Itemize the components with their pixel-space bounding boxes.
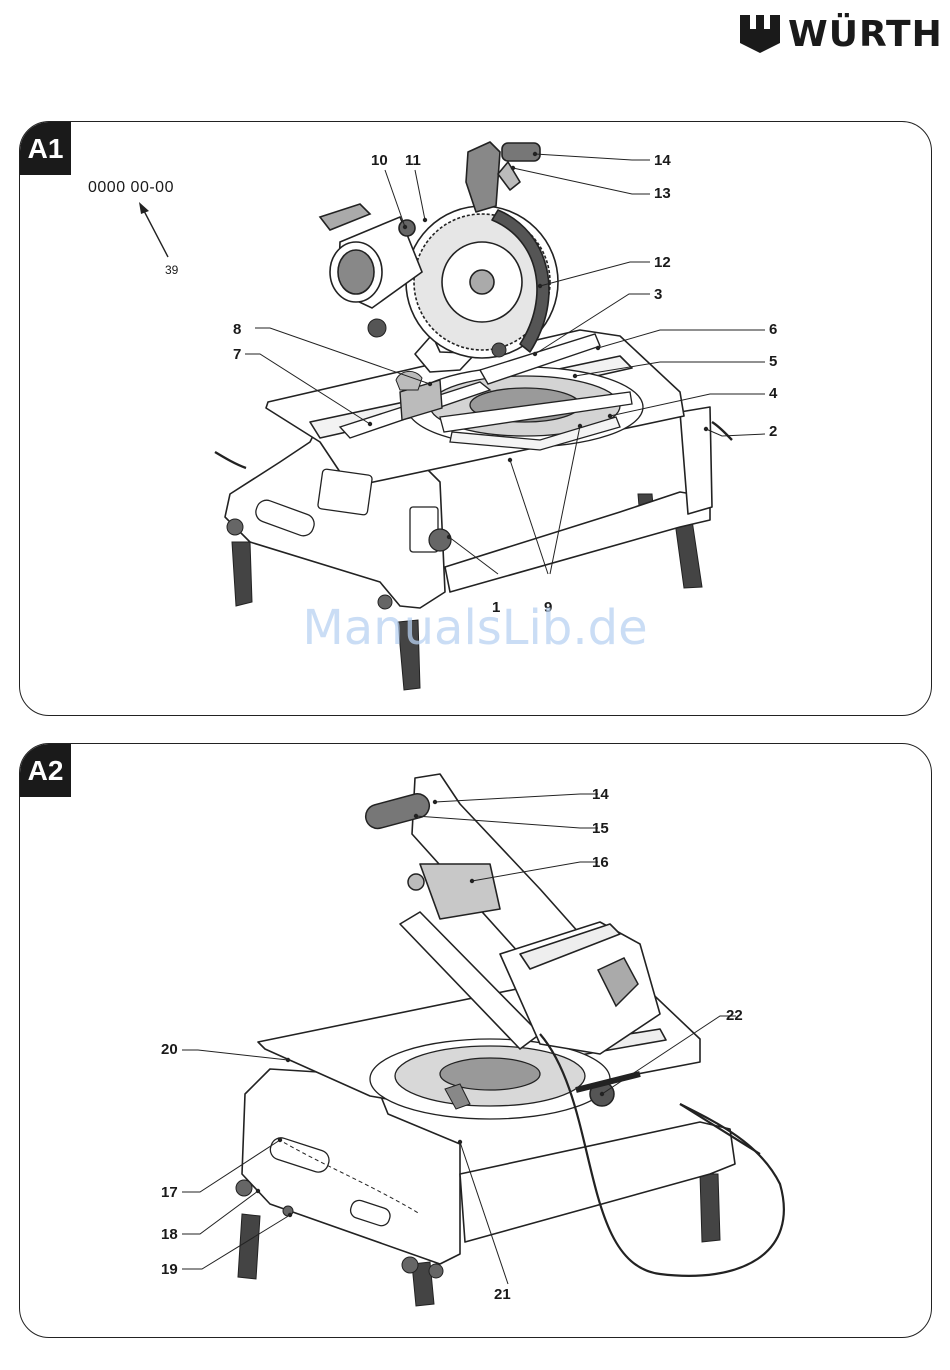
callout-a2-17: 17: [161, 1184, 178, 1201]
callout-a2-14: 14: [592, 786, 609, 803]
callout-a1-2: 2: [769, 423, 777, 440]
figure-a2-panel: A2: [19, 743, 932, 1338]
callout-a1-13: 13: [654, 185, 671, 202]
callout-a1-10: 10: [371, 152, 388, 169]
callout-a2-22: 22: [726, 1007, 743, 1024]
callout-a1-5: 5: [769, 353, 777, 370]
callout-a2-21: 21: [494, 1286, 511, 1303]
callout-a1-8: 8: [233, 321, 241, 338]
callout-a2-15: 15: [592, 820, 609, 837]
callout-a1-11: 11: [405, 152, 421, 169]
wurth-logo: WÜRTH: [738, 10, 938, 58]
callout-a1-12: 12: [654, 254, 671, 271]
saw-diagram-a2: [20, 744, 931, 1337]
wurth-emblem-icon: [738, 13, 782, 55]
callout-a1-6: 6: [769, 321, 777, 338]
watermark-text: ManualsLib.de: [0, 600, 950, 656]
callout-a1-14: 14: [654, 152, 671, 169]
brand-name: WÜRTH: [788, 14, 943, 55]
callout-a2-19: 19: [161, 1261, 178, 1278]
callout-a1-4: 4: [769, 385, 777, 402]
callout-a2-20: 20: [161, 1041, 178, 1058]
callout-a2-18: 18: [161, 1226, 178, 1243]
callout-a1-3: 3: [654, 286, 662, 303]
callout-a2-16: 16: [592, 854, 609, 871]
callout-a1-7: 7: [233, 346, 241, 363]
